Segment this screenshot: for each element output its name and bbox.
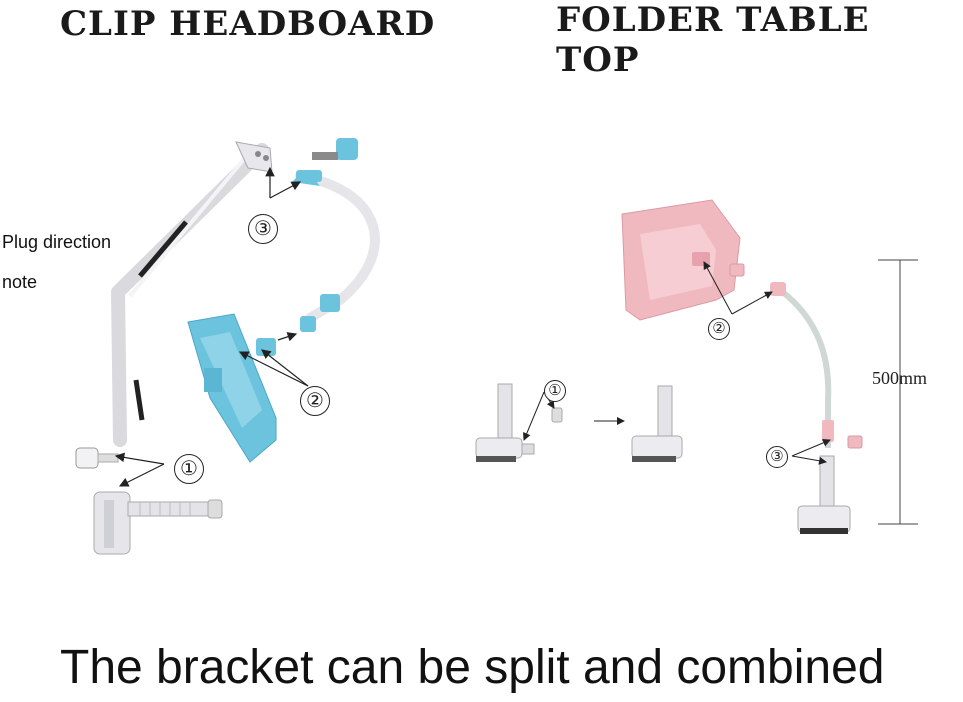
clip-headboard-assembly [75, 138, 380, 555]
step-2-marker-right: ② [708, 318, 730, 340]
folder-table-top-assembly [475, 199, 918, 534]
length-dimension-label: 500mm [872, 368, 928, 388]
step-1-marker-right: ① [544, 380, 566, 402]
caption-text: The bracket can be split and combined [60, 641, 885, 694]
plug-direction-note-line2: note [2, 272, 38, 292]
plug-direction-note-line1: Plug direction [2, 232, 112, 252]
step-3-marker-left: ③ [248, 214, 278, 244]
step-2-marker-left: ② [300, 386, 330, 416]
clip-headboard-title: CLIP HEADBOARD [60, 4, 436, 44]
step-1-marker-left: ① [174, 454, 204, 484]
step-3-marker-right: ③ [766, 446, 788, 468]
folder-table-top-title: FOLDER TABLE TOP [556, 0, 870, 80]
